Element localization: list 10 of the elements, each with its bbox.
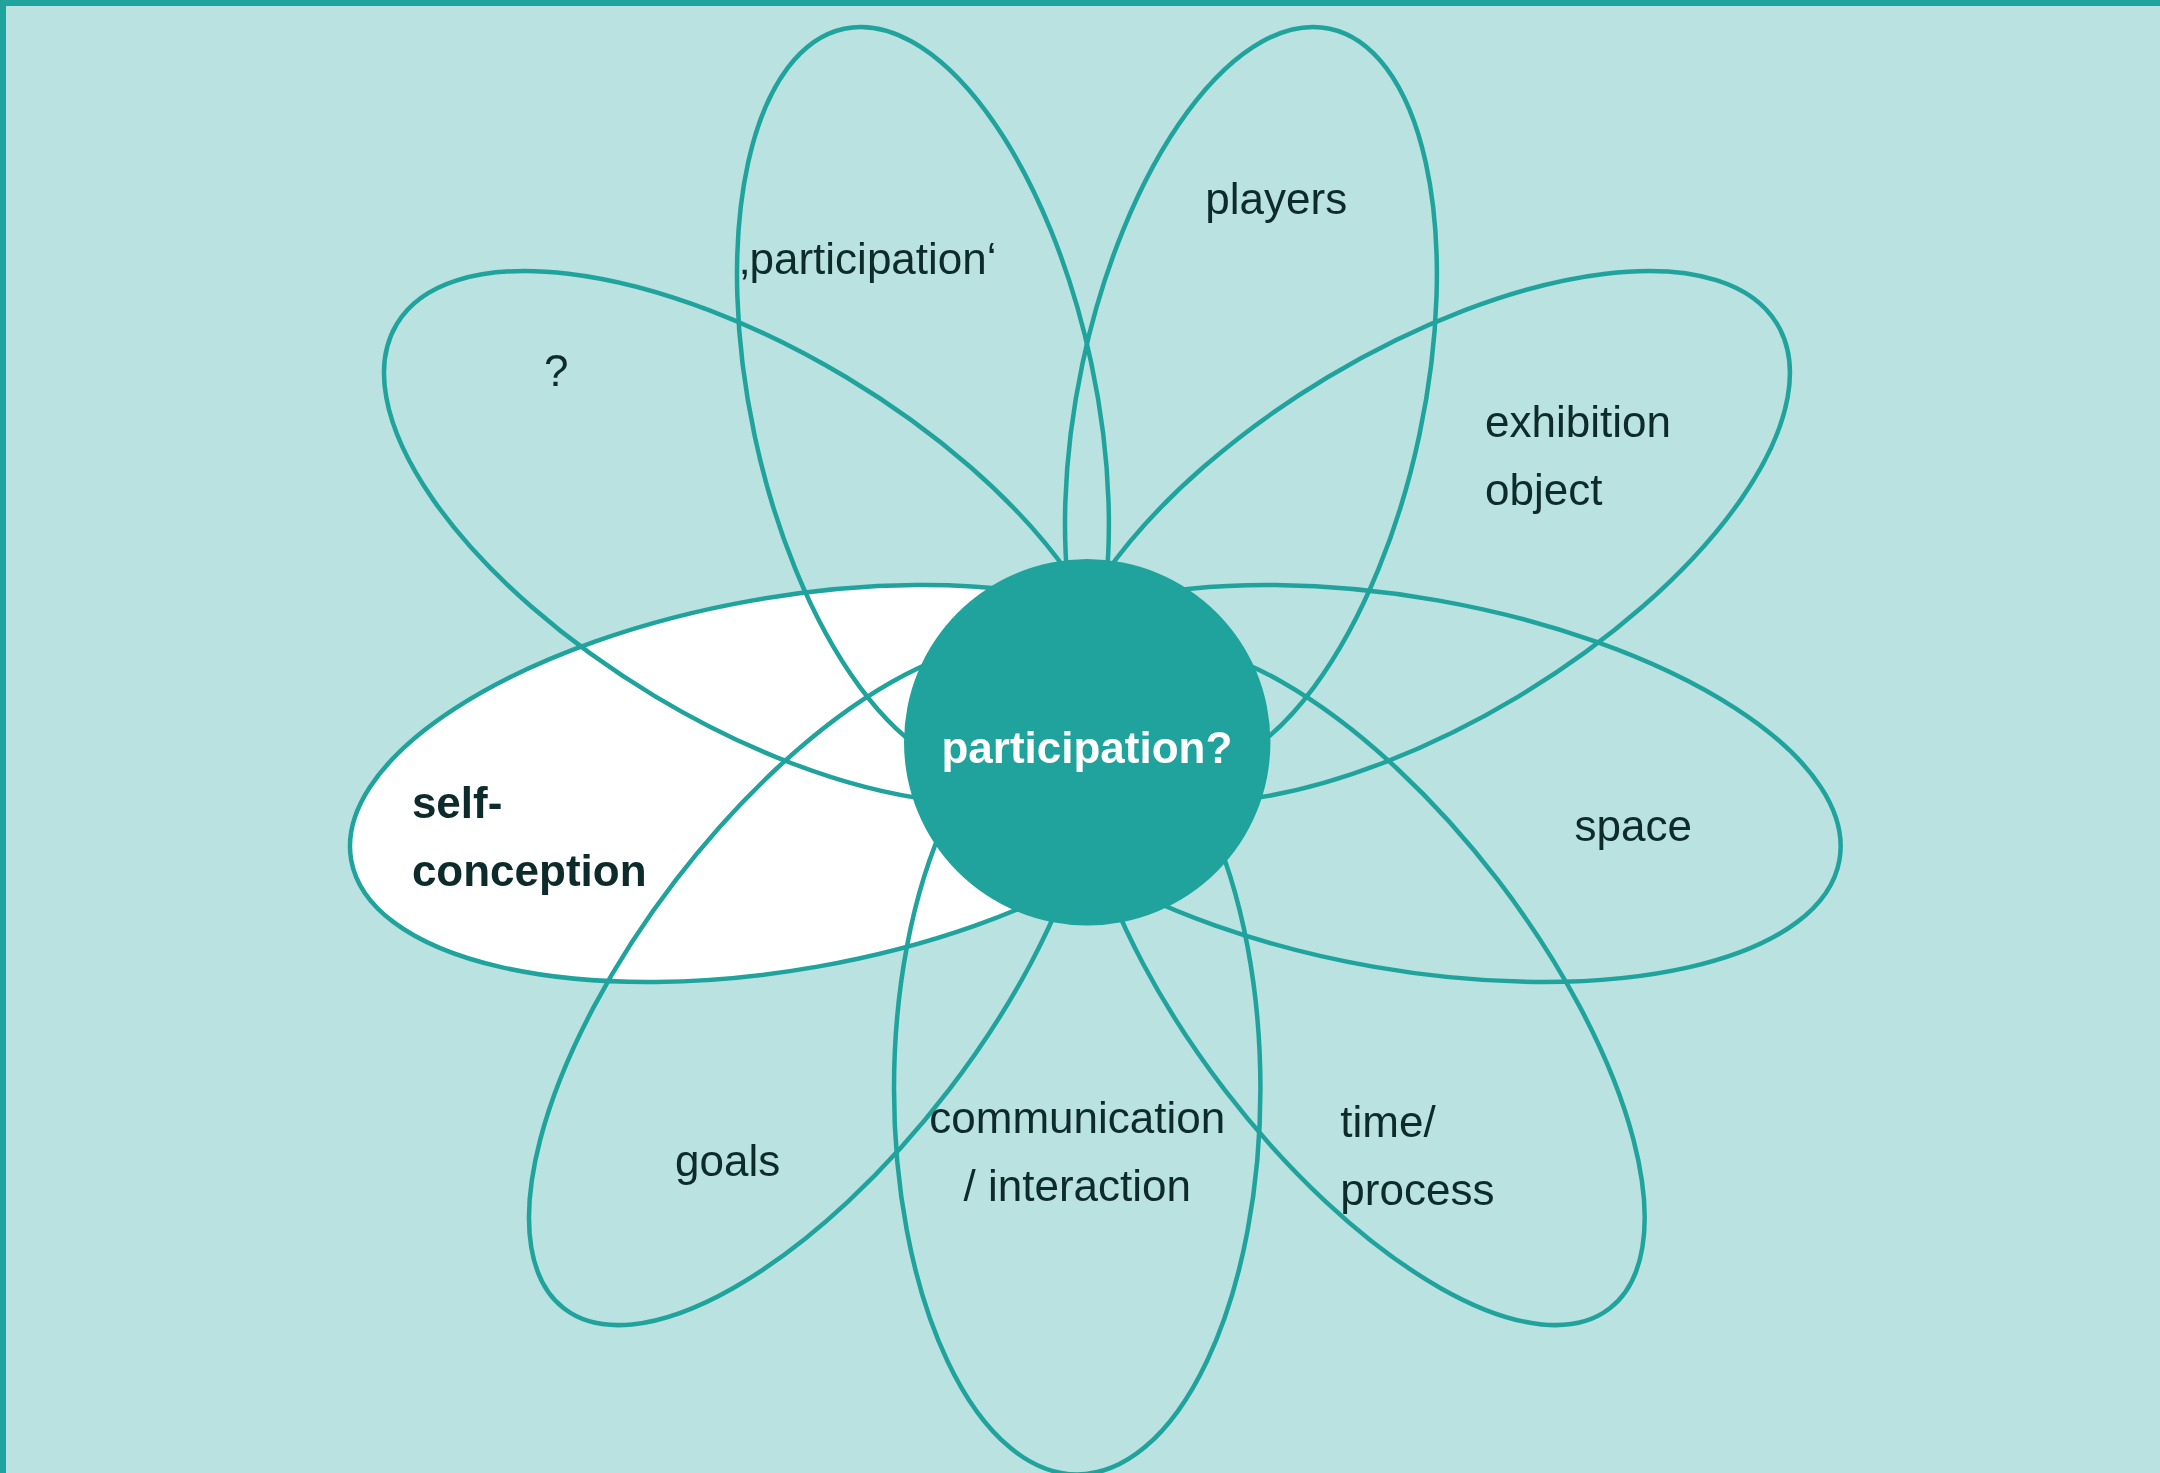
center-label: participation?: [940, 721, 1234, 774]
petal-label: exhibition object: [1485, 396, 1672, 517]
petal-label: ?: [544, 345, 570, 398]
petal-label: self- conception: [411, 776, 648, 897]
petal-label: communication / interaction: [928, 1092, 1227, 1213]
petal-label: time/ process: [1340, 1096, 1496, 1217]
petal-label: goals: [675, 1134, 782, 1187]
petal-label: space: [1574, 800, 1693, 853]
petal-label: ‚participation‘: [739, 232, 998, 285]
petal-label: players: [1205, 173, 1349, 226]
